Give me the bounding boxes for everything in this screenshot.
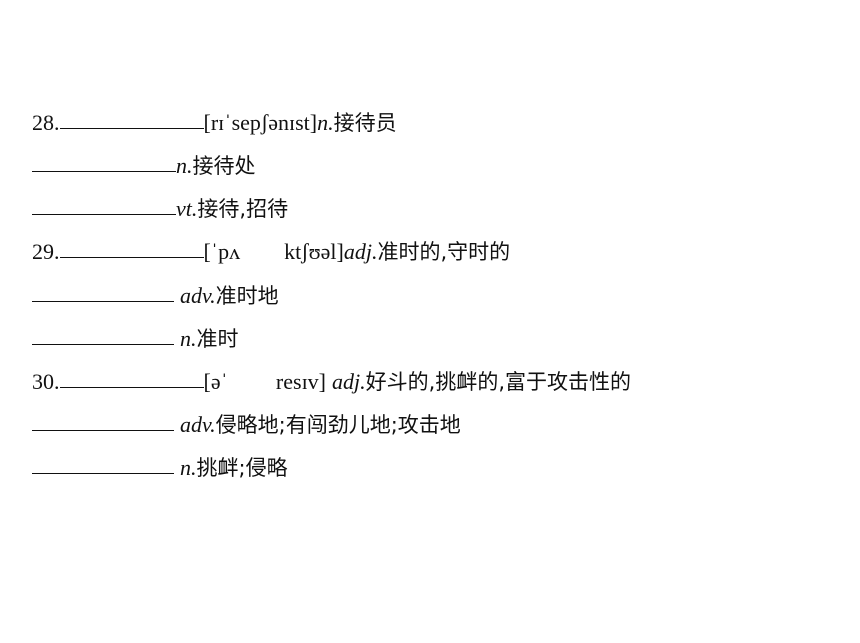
vocab-line-29-derivative-1: adv.准时地: [32, 279, 279, 309]
part-of-speech: adv.: [180, 412, 216, 437]
item-number: 28.: [32, 110, 60, 135]
vocab-line-30-derivative-2: n.挑衅;侵略: [32, 451, 288, 481]
part-of-speech: adj.: [343, 239, 378, 264]
answer-blank[interactable]: [32, 149, 176, 172]
answer-blank[interactable]: [32, 408, 174, 431]
phonetic-part-1: [əˈ: [203, 369, 228, 394]
vocab-line-30-derivative-1: adv.侵略地;有闯劲儿地;攻击地: [32, 408, 461, 438]
phonetic-part-2: ktʃʊəl]: [284, 239, 344, 264]
part-of-speech: n.: [176, 153, 193, 178]
vocab-line-28-derivative-2: vt.接待,招待: [32, 192, 288, 222]
part-of-speech: n.: [317, 110, 334, 135]
item-number: 30.: [32, 369, 60, 394]
answer-blank[interactable]: [59, 235, 204, 258]
phonetic-part-2: resɪv]: [275, 369, 327, 394]
meaning: 接待处: [192, 154, 256, 178]
answer-blank[interactable]: [32, 192, 176, 215]
part-of-speech: adv.: [180, 283, 216, 308]
phonetic-part-1: [ˈpʌ: [203, 239, 241, 264]
vocab-line-28: 28. [rɪˈsepʃənɪst]n.接待员: [32, 106, 397, 136]
vocab-line-29: 29. [ˈpʌ ktʃʊəl]adj.准时的,守时的: [32, 235, 510, 265]
meaning: 准时地: [215, 284, 279, 308]
meaning: 侵略地;有闯劲儿地;攻击地: [215, 413, 461, 437]
vocab-line-30: 30. [əˈ resɪv]adj.好斗的,挑衅的,富于攻击性的: [32, 365, 631, 395]
vocab-line-28-derivative-1: n.接待处: [32, 149, 256, 179]
item-number: 29.: [32, 239, 60, 264]
meaning: 好斗的,挑衅的,富于攻击性的: [365, 370, 631, 394]
meaning: 挑衅;侵略: [196, 456, 288, 480]
part-of-speech: adj.: [332, 369, 366, 394]
answer-blank[interactable]: [59, 106, 204, 129]
answer-blank[interactable]: [59, 365, 204, 388]
meaning: 准时: [196, 327, 239, 351]
part-of-speech: n.: [180, 326, 197, 351]
answer-blank[interactable]: [32, 451, 174, 474]
part-of-speech: vt.: [176, 196, 198, 221]
meaning: 准时的,守时的: [377, 240, 511, 264]
vocab-line-29-derivative-2: n.准时: [32, 322, 239, 352]
answer-blank[interactable]: [32, 279, 174, 302]
part-of-speech: n.: [180, 455, 197, 480]
meaning: 接待,招待: [197, 197, 289, 221]
meaning: 接待员: [333, 111, 397, 135]
answer-blank[interactable]: [32, 322, 174, 345]
phonetic: [rɪˈsepʃənɪst]: [203, 110, 318, 135]
